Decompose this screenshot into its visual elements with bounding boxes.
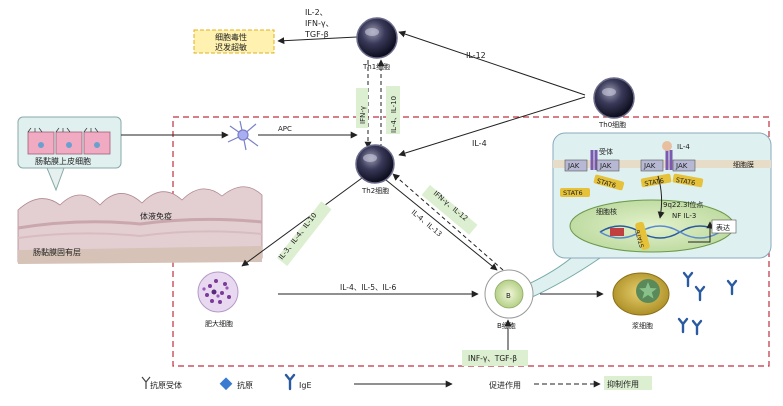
- stat6-bound-label: STAT6: [634, 229, 646, 248]
- th1-cytokine-1: IL-2、: [305, 8, 328, 17]
- stat6-markers: [560, 173, 704, 197]
- ige-icon: [284, 373, 296, 391]
- jak-boxes: [564, 159, 696, 172]
- inf-tgf-label: INF-γ、TGF-β: [468, 354, 517, 363]
- th0-label: Th0细胞: [598, 120, 626, 129]
- b-label: B细胞: [497, 321, 516, 330]
- delayed-hypersensitivity-box: [193, 29, 275, 54]
- locus-label: 9q22.3l位点: [663, 200, 703, 209]
- il4-label: IL-4: [472, 139, 487, 148]
- legend-receptor: 抗原受体: [150, 380, 182, 390]
- th1-cell: [356, 17, 398, 59]
- lamina-label: 肠黏膜固有层: [33, 247, 81, 257]
- stat6-label-1: STAT6: [563, 189, 583, 197]
- arrow-b-inhibits-th2: [392, 173, 504, 271]
- immune-label: 体液免疫: [140, 211, 172, 221]
- th1-label: Th1细胞: [362, 62, 390, 71]
- inf-tgf-box: [462, 350, 528, 366]
- jak-label-1: JAK: [567, 162, 580, 170]
- arrow-th2-to-b: [385, 179, 498, 271]
- mast-label: 肥大细胞: [205, 319, 233, 328]
- legend-promote: 促进作用: [489, 380, 521, 390]
- plasma-label: 浆细胞: [632, 321, 653, 330]
- antigen-icon: [219, 377, 233, 391]
- jak-label-4: JAK: [675, 162, 688, 170]
- il3-box: [277, 201, 332, 267]
- th0-cell: [593, 77, 635, 119]
- delayed-label-2: 迟发超敏: [215, 42, 247, 52]
- ifn-box: [356, 88, 368, 128]
- epithelium-box: [17, 116, 122, 192]
- arrow-th0-to-th2: [398, 96, 586, 157]
- dna-helix: [599, 225, 721, 239]
- nucleus-label: 细胞核: [596, 207, 617, 216]
- intestine-tissue: [17, 186, 263, 264]
- il4-receptor-label: IL-4: [677, 143, 690, 151]
- mast-cell: [197, 271, 239, 313]
- jak-label-3: JAK: [643, 162, 656, 170]
- apc-cell: [227, 120, 259, 151]
- jak-label-2: JAK: [599, 162, 612, 170]
- th1-cytokine-3: TGF-β: [304, 30, 329, 39]
- signaling-arrows: [657, 175, 714, 243]
- epithelium-label: 肠黏膜上皮细胞: [35, 156, 91, 166]
- arrow-th1-to-hypersensitivity: [277, 36, 358, 45]
- membrane-label: 细胞膜: [733, 160, 754, 169]
- il4-il5-il6-label: IL-4、IL-5、IL-6: [340, 283, 396, 292]
- receptor-label: 受体: [599, 147, 613, 156]
- ifn-il12-box: [421, 185, 478, 235]
- legend-antigen: 抗原: [237, 380, 253, 390]
- arrow-th2-to-mast: [241, 177, 363, 267]
- legend: [141, 373, 652, 391]
- legend-inhibit: 抑制作用: [607, 379, 639, 389]
- stat6-bound: [635, 221, 650, 250]
- plasma-cell: [612, 272, 670, 316]
- nfil3-label: NF IL-3: [672, 212, 696, 220]
- arrows: [121, 30, 604, 350]
- th1-cytokine-2: IFN-γ、: [305, 19, 334, 28]
- th2-cell: [355, 144, 395, 184]
- stat6-label-4: STAT6: [675, 176, 696, 187]
- ifn-gamma-label: IFN-γ: [359, 106, 367, 124]
- inhibit-box: [604, 376, 652, 390]
- b-cell: [484, 269, 534, 319]
- delayed-label-1: 细胞毒性: [215, 32, 247, 42]
- il12-label: IL-12: [466, 51, 486, 60]
- express-label: 表达: [716, 223, 730, 232]
- th2-label: Th2细胞: [361, 186, 389, 195]
- il3-il4-il10-label: IL-3、IL-4、IL-10: [277, 211, 318, 261]
- express-box: [711, 219, 737, 234]
- antigen-receptor-icon: [141, 376, 151, 389]
- arrow-th0-to-th1: [398, 30, 586, 96]
- il4-il10-label: IL-4、IL-10: [390, 96, 398, 133]
- stat6-label-3: STAT6: [644, 177, 665, 188]
- il4-il10-box: [386, 86, 400, 134]
- apc-label: APC: [278, 125, 292, 133]
- legend-ige: IgE: [299, 381, 312, 390]
- ige-antibodies: [677, 271, 738, 336]
- b-inner-label: B: [506, 292, 511, 300]
